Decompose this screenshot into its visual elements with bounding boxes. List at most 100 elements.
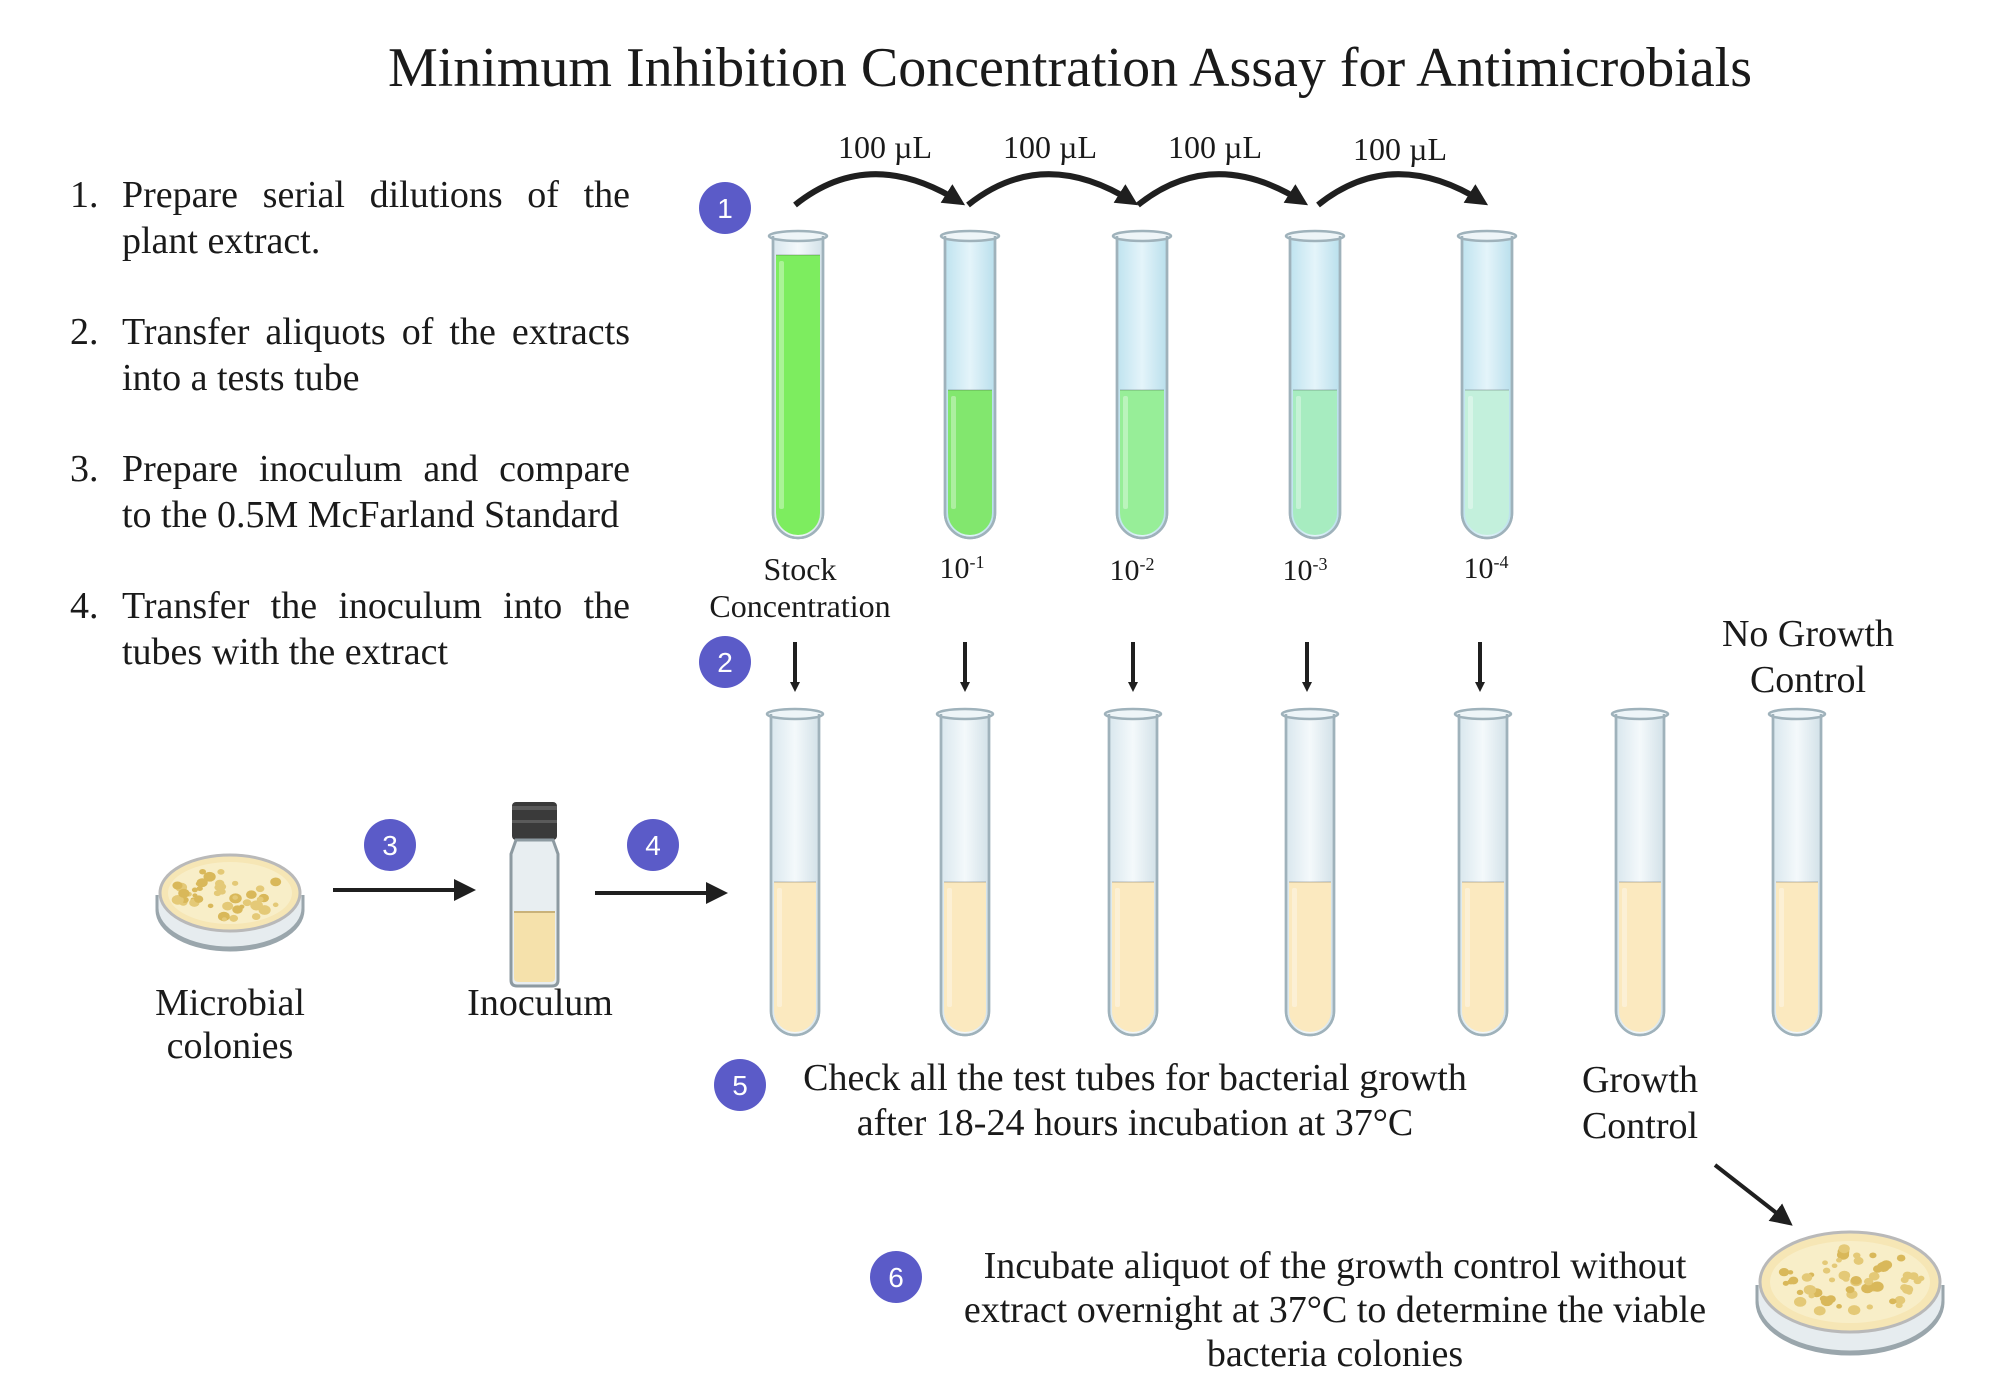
transfer-arrow-4 <box>1316 171 1489 208</box>
colony-dot <box>1889 1298 1897 1305</box>
colony-dot <box>1838 1270 1851 1281</box>
colony-dot <box>1815 1291 1823 1297</box>
colony-dot <box>1822 1267 1831 1274</box>
colony-dot <box>1868 1271 1880 1281</box>
step-text: Transfer the inoculum into the tubes wit… <box>122 585 630 673</box>
petri-dish-viable <box>1755 1230 1945 1356</box>
dilution-label-2: 10-2 <box>1110 554 1155 587</box>
volume-label-3: 100 µL <box>1168 129 1262 165</box>
test-tube-1 <box>765 707 825 1037</box>
test-tube-7 <box>1767 707 1827 1037</box>
colony-dot <box>191 887 198 893</box>
colony-dot <box>1896 1254 1906 1262</box>
colony-dot <box>1870 1281 1884 1292</box>
badge-3: 3 <box>364 819 416 871</box>
volume-label-4: 100 µL <box>1353 131 1447 167</box>
step-item: 4. Transfer the inoculum into the tubes w… <box>70 583 630 675</box>
test-tube-4 <box>1280 707 1340 1037</box>
colony-dot <box>199 868 207 875</box>
colony-dot <box>1796 1289 1804 1296</box>
colony-dot <box>1831 1263 1838 1269</box>
dilution-tube-2 <box>939 229 1001 540</box>
step5-line1: Check all the test tubes for bacterial g… <box>803 1057 1467 1099</box>
colony-dot <box>255 885 265 893</box>
arrow-to-petri <box>1713 1163 1793 1226</box>
dilution-tube-1 <box>767 229 829 540</box>
colony-dot <box>1838 1244 1850 1254</box>
liquid <box>1289 882 1331 1032</box>
colony-dot <box>1861 1283 1874 1294</box>
stock-label-line1: Stock <box>764 551 837 587</box>
colony-dot <box>172 881 183 890</box>
colony-dot <box>1836 1257 1842 1263</box>
liquid <box>1120 390 1164 535</box>
colony-dot <box>221 917 227 922</box>
colony-dot <box>231 880 239 886</box>
steps-list: 1.Prepare serial dilutions of the plant … <box>70 172 630 720</box>
liquid <box>1293 390 1337 535</box>
colony-dot <box>246 890 257 899</box>
svg-text:5: 5 <box>732 1070 748 1101</box>
liquid <box>1465 390 1509 535</box>
no-growth-label-line2: Control <box>1750 659 1866 701</box>
no-growth-label-line1: No Growth <box>1722 613 1894 655</box>
test-tube-row <box>765 707 1827 1037</box>
colony-dot <box>213 890 222 897</box>
serial-transfer-arrows: 100 µL 100 µL 100 µL 100 µL <box>793 129 1489 208</box>
colony-dot <box>1794 1296 1807 1307</box>
step-number: 4. <box>70 585 99 627</box>
colony-dot <box>272 902 279 908</box>
colony-dot <box>1917 1275 1925 1281</box>
liquid <box>1112 882 1154 1032</box>
colony-dot <box>1908 1272 1919 1280</box>
liquid <box>1462 882 1504 1032</box>
colony-dot <box>207 903 214 909</box>
step6-line2: extract overnight at 37°C to determine t… <box>964 1289 1706 1331</box>
dilution-tube-4 <box>1284 229 1346 540</box>
colony-dot <box>1813 1306 1826 1316</box>
liquid <box>1776 882 1818 1032</box>
colony-dot <box>193 895 204 903</box>
colony-dot <box>1850 1275 1862 1285</box>
colonies-label-line1: Microbial <box>155 982 305 1024</box>
step-text: Prepare inoculum and compare to the 0.5M… <box>122 448 630 536</box>
colony-dot <box>251 913 261 920</box>
dilution-tube-3 <box>1111 229 1173 540</box>
growth-label-line2: Control <box>1582 1105 1698 1147</box>
colony-dot <box>1873 1265 1883 1273</box>
colony-dot <box>222 901 234 911</box>
colony-dot <box>1787 1270 1794 1275</box>
colony-dot <box>1853 1256 1864 1265</box>
colony-dot <box>1845 1286 1855 1294</box>
step-text: Transfer aliquots of the extracts into a… <box>122 311 630 399</box>
dilution-label-3: 10-3 <box>1283 554 1328 587</box>
colony-dot <box>217 869 225 875</box>
transfer-arrow-3 <box>1136 171 1309 208</box>
liquid <box>776 255 820 535</box>
colony-dot <box>1866 1304 1874 1310</box>
liquid <box>774 882 816 1032</box>
dilution-tube-5 <box>1456 229 1518 540</box>
step-item: 2. Transfer aliquots of the extracts into… <box>70 309 630 401</box>
colony-dot <box>171 895 184 905</box>
colony-dot <box>1782 1280 1789 1286</box>
step5-line2: after 18-24 hours incubation at 37°C <box>857 1102 1414 1144</box>
petri-dish-colonies <box>155 853 305 952</box>
colony-dot <box>1819 1295 1828 1302</box>
dilution-label-4: 10-4 <box>1464 552 1509 585</box>
step-item: 3.Prepare inoculum and compare to the 0.… <box>70 446 630 538</box>
liquid <box>1619 882 1661 1032</box>
dilution-tube-row <box>767 229 1518 540</box>
colony-dot <box>229 914 239 922</box>
step6-line3: bacteria colonies <box>1207 1333 1463 1375</box>
colony-dot <box>1787 1279 1794 1285</box>
step-number: 2. <box>70 311 99 353</box>
colony-dot <box>258 905 271 915</box>
badge-6: 6 <box>870 1251 922 1303</box>
colony-dot <box>1869 1252 1877 1259</box>
liquid <box>948 390 992 535</box>
svg-text:1: 1 <box>717 193 733 224</box>
colony-dot <box>1894 1296 1906 1305</box>
badge-5: 5 <box>714 1059 766 1111</box>
